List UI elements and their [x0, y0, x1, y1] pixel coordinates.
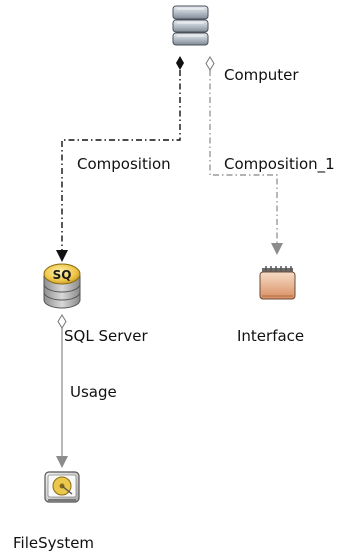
- edge-composition[interactable]: [56, 56, 184, 262]
- filesystem-label: FileSystem: [13, 534, 95, 552]
- sql-server-label: SQL Server: [64, 327, 148, 345]
- usage-diamond-marker: [57, 314, 67, 329]
- composition-diamond-marker: [176, 56, 184, 70]
- edge-composition-1[interactable]: [205, 56, 283, 255]
- network-interface-icon[interactable]: [259, 266, 296, 300]
- edge-usage[interactable]: [56, 314, 68, 468]
- composition-arrowhead: [56, 250, 68, 262]
- usage-label: Usage: [70, 383, 117, 401]
- hard-disk-icon[interactable]: [44, 471, 80, 503]
- composition-1-label: Composition_1: [224, 155, 335, 173]
- database-sql-icon[interactable]: SQ: [43, 263, 81, 309]
- computer-label: Computer: [224, 66, 299, 84]
- composition-label: Composition: [77, 155, 171, 173]
- composition-1-arrowhead: [271, 243, 283, 255]
- composition-1-diamond-marker: [205, 56, 215, 71]
- usage-arrowhead: [56, 456, 68, 468]
- interface-label: Interface: [237, 327, 305, 345]
- server-stack-icon[interactable]: [172, 5, 209, 46]
- sql-badge: SQ: [53, 268, 72, 282]
